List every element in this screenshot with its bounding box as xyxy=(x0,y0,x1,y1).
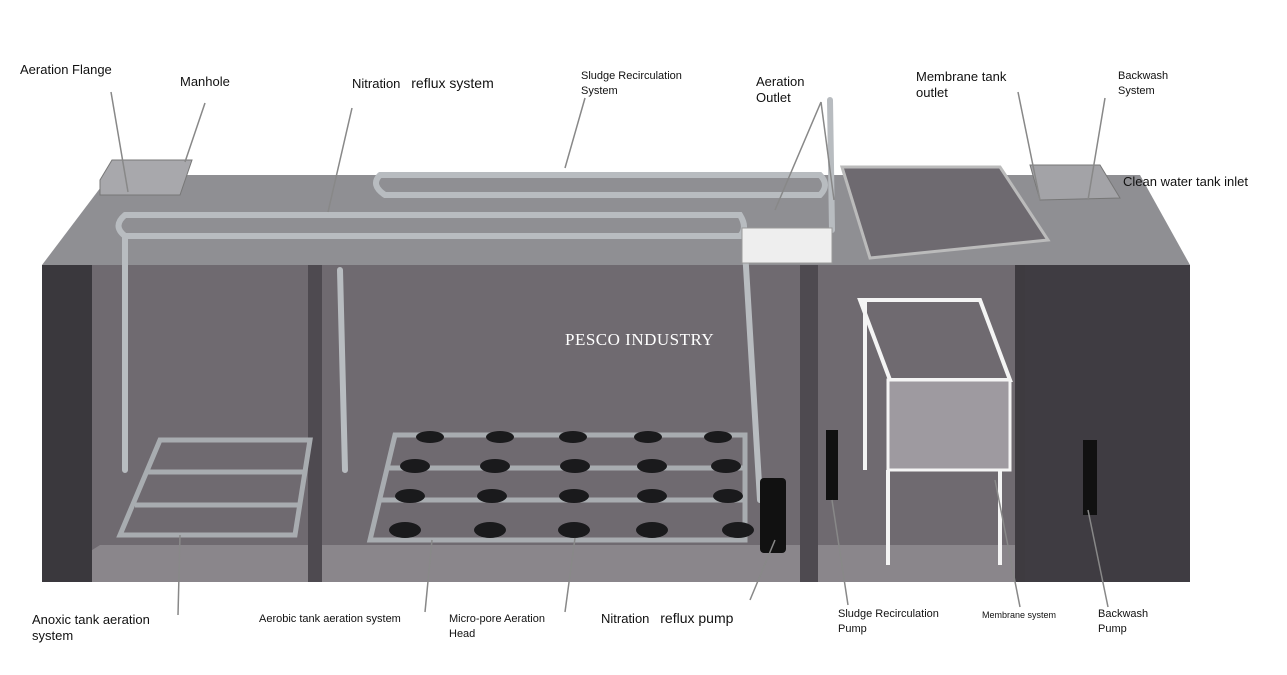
leader-lines xyxy=(110,91,1109,616)
label-line: Sludge Recirculation xyxy=(838,608,939,620)
label-nitration-reflux-system: Nitration reflux system xyxy=(352,75,494,92)
label-line: System xyxy=(1118,85,1155,97)
membrane-module xyxy=(857,298,1013,565)
tank-floor xyxy=(42,545,1190,582)
label-line: Pump xyxy=(1098,623,1127,635)
manhole-box xyxy=(99,159,193,196)
backwash-box xyxy=(1029,164,1121,201)
backwash-pump xyxy=(1083,440,1097,515)
aeration-outlet-box xyxy=(741,227,833,264)
label-line: System xyxy=(581,85,618,97)
label-part: reflux system xyxy=(411,75,494,91)
label-line: Aeration xyxy=(756,74,805,89)
label-line: Backwash xyxy=(1118,70,1169,82)
sludge-recirculation-pump xyxy=(826,430,838,500)
label-line: Micro-pore Aeration xyxy=(449,613,545,625)
label-line: outlet xyxy=(916,85,948,100)
divider-membrane xyxy=(1015,265,1025,582)
label-line: Membrane tank xyxy=(916,69,1007,84)
label-nitration-reflux-pump: Nitration reflux pump xyxy=(601,610,733,627)
label-clean-water-tank-inlet: Clean water tank inlet xyxy=(1123,174,1249,189)
tank-interior xyxy=(42,265,1190,582)
label-membrane-system: Membrane system xyxy=(982,610,1057,620)
label-aeration-flange: Aeration Flange xyxy=(20,62,112,77)
label-line: Backwash xyxy=(1098,608,1149,620)
label-part: Nitration xyxy=(352,76,401,91)
clean-water-tank xyxy=(1025,265,1190,582)
label-part: reflux pump xyxy=(660,610,734,626)
pipes xyxy=(115,97,835,503)
divider-anoxic xyxy=(308,265,322,582)
label-line: Outlet xyxy=(756,90,791,105)
label-manhole: Manhole xyxy=(180,74,230,89)
nitration-reflux-pump xyxy=(760,478,786,553)
left-wall xyxy=(42,265,92,582)
label-line: Anoxic tank aeration xyxy=(32,612,150,627)
watermark: PESCO INDUSTRY xyxy=(565,330,715,349)
micro-pore-aeration-heads xyxy=(389,431,754,538)
label-aerobic-tank-aeration-system: Aerobic tank aeration system xyxy=(259,613,401,625)
label-line: system xyxy=(32,628,74,643)
label-line: Pump xyxy=(838,623,867,635)
label-part: Nitration xyxy=(601,611,650,626)
anoxic-aeration-grid xyxy=(116,437,313,538)
label-line: Sludge Recirculation xyxy=(581,70,682,82)
label-line: Head xyxy=(449,628,476,640)
membrane-tank-outlet-tray xyxy=(839,165,1051,260)
divider-aerobic xyxy=(800,265,818,582)
